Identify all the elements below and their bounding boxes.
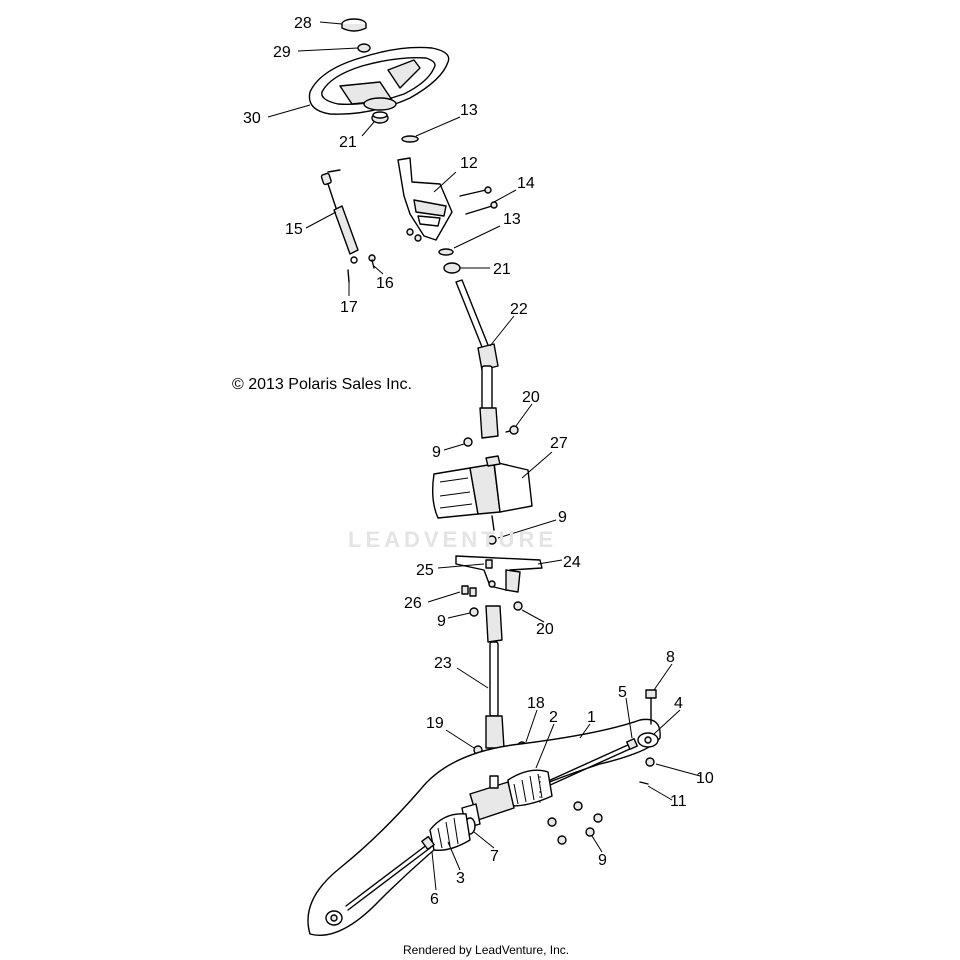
washer-lower[interactable]	[438, 248, 454, 256]
callout-11: 11	[670, 793, 687, 810]
gas-strut[interactable]	[320, 169, 359, 264]
tie-rod-end-right[interactable]	[637, 732, 659, 748]
power-steering-unit[interactable]	[431, 455, 533, 531]
callout-8: 8	[666, 649, 675, 666]
callout-15: 15	[285, 221, 303, 238]
callout-17: 17	[340, 299, 358, 316]
bolt-upper-joint[interactable]	[505, 425, 519, 435]
bolt-8[interactable]	[645, 689, 657, 725]
callout-30: 30	[243, 110, 261, 127]
tie-rod-right[interactable]	[545, 743, 633, 787]
callout-26: 26	[404, 595, 422, 612]
cotter-pin[interactable]	[639, 781, 649, 785]
jam-nut-right[interactable]	[626, 738, 638, 750]
callout-10: 10	[696, 770, 714, 787]
callout-5: 5	[618, 684, 627, 701]
callout-12: 12	[460, 155, 478, 172]
callout-13-lower: 13	[503, 211, 521, 228]
callout-9-lower: 9	[598, 852, 607, 869]
callout-9-upper: 9	[432, 444, 441, 461]
bracket-bolt-26[interactable]	[461, 585, 477, 597]
callout-20: 20	[522, 389, 540, 406]
callout-24: 24	[563, 554, 581, 571]
callout-9-bracket: 9	[437, 613, 446, 630]
steering-nut[interactable]	[357, 43, 371, 53]
callout-28: 28	[294, 15, 312, 32]
callout-4: 4	[674, 695, 683, 712]
callout-29: 29	[273, 44, 291, 61]
callout-6: 6	[430, 891, 439, 908]
nut-a[interactable]	[463, 437, 473, 447]
strut-screw[interactable]	[368, 254, 376, 269]
nut-10[interactable]	[645, 757, 655, 767]
steering-wheel[interactable]	[308, 46, 450, 115]
callout-20-lower: 20	[536, 621, 554, 638]
nut-b[interactable]	[487, 535, 497, 545]
callout-1: 1	[587, 709, 596, 726]
tilt-bracket[interactable]	[397, 157, 453, 242]
bracket-bolt-25[interactable]	[485, 559, 493, 569]
lower-steering-shaft[interactable]	[485, 605, 505, 749]
washer-upper[interactable]	[401, 135, 419, 143]
bolt-lower-joint[interactable]	[513, 601, 523, 611]
bushing-lower[interactable]	[443, 262, 461, 274]
callout-16: 16	[376, 275, 394, 292]
steering-rack-outline[interactable]	[307, 718, 661, 936]
callout-21-lower: 21	[493, 261, 511, 278]
callout-22: 22	[510, 301, 528, 318]
tie-rod-left[interactable]	[345, 835, 435, 911]
horn-cap[interactable]	[341, 18, 367, 32]
callout-3: 3	[456, 870, 465, 887]
upper-steering-shaft[interactable]	[455, 279, 499, 439]
callout-21: 21	[339, 134, 357, 151]
footer-credit: Rendered by LeadVenture, Inc.	[403, 943, 570, 957]
callout-14: 14	[517, 175, 535, 192]
mount-bracket[interactable]	[455, 555, 543, 593]
callout-2: 2	[549, 709, 558, 726]
callout-25: 25	[416, 562, 434, 579]
nut-group[interactable]	[547, 801, 603, 845]
callout-18: 18	[527, 695, 545, 712]
callout-19: 19	[426, 715, 444, 732]
watermark: LEADVENTURE	[348, 527, 558, 552]
strut-pin[interactable]	[347, 269, 350, 283]
bracket-bolts[interactable]	[459, 186, 498, 215]
callout-23: 23	[434, 655, 452, 672]
rack-boot-left[interactable]	[429, 813, 471, 851]
callout-13: 13	[460, 102, 478, 119]
nut-c[interactable]	[469, 580, 496, 617]
rack-boot-right[interactable]	[507, 769, 553, 807]
callout-9-mid: 9	[558, 509, 567, 526]
callout-7: 7	[490, 848, 499, 865]
leader-lines	[267, 21, 701, 891]
bushing-upper[interactable]	[371, 111, 389, 124]
callout-27: 27	[550, 435, 568, 452]
tie-rod-end-left[interactable]	[325, 910, 343, 926]
copyright-text: © 2013 Polaris Sales Inc.	[232, 376, 412, 393]
